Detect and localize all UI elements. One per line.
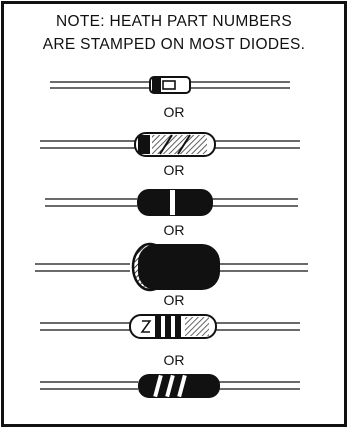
frame-border — [1, 1, 347, 427]
dark-body-diode — [45, 189, 298, 216]
striped-glass-diode — [40, 132, 300, 157]
or-separator-1: OR — [163, 104, 185, 120]
small-glass-diode — [50, 76, 290, 94]
or-separator-3: OR — [163, 222, 185, 238]
banded-dark-diode — [40, 374, 300, 398]
banded-glass-diode — [40, 314, 300, 339]
or-separator-5: OR — [163, 352, 185, 368]
or-separator-4: OR — [163, 292, 185, 308]
large-stud-diode — [35, 242, 308, 292]
note-line-1: NOTE: HEATH PART NUMBERS — [56, 13, 292, 30]
note-line-2: ARE STAMPED ON MOST DIODES. — [42, 36, 306, 53]
or-separator-2: OR — [163, 162, 185, 178]
